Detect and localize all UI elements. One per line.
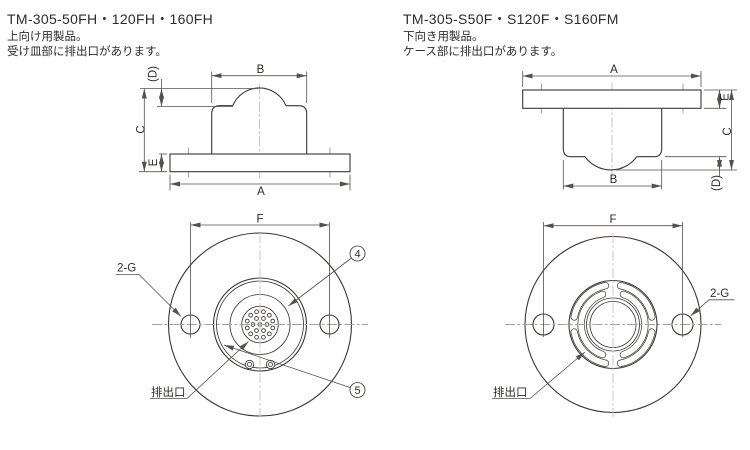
dim-f-label: F xyxy=(609,214,616,226)
dim-g-leader xyxy=(690,299,735,317)
ball xyxy=(584,156,638,171)
dim-c-label: C xyxy=(136,125,148,133)
product-title-left: TM-305-50FH・120FH・160FH xyxy=(7,11,213,27)
callout-4-number: 4 xyxy=(354,249,360,261)
crimp-holes xyxy=(244,359,276,370)
product-desc1-left: 上向け用製品。 xyxy=(7,29,88,43)
dim-c-label: C xyxy=(722,127,734,135)
product-desc1-right: 下向き用製品。 xyxy=(403,29,484,43)
dim-e-label: E xyxy=(148,158,160,166)
ext-f xyxy=(543,222,683,337)
base-plate xyxy=(169,153,351,173)
ball xyxy=(232,87,287,106)
outlet-leader xyxy=(150,341,249,399)
dim-f-label: F xyxy=(256,214,263,226)
outlet-label: 排出口 xyxy=(493,385,528,399)
plan-view-face-down: F 2-G 排出口 xyxy=(492,214,735,417)
dim-e-label: E xyxy=(720,93,732,101)
side-view-face-down: A B E C (D) xyxy=(522,64,737,191)
product-title-right: TM-305-S50F・S120F・S160FM xyxy=(403,11,619,27)
case-body xyxy=(211,105,308,154)
callout-5-number: 5 xyxy=(354,385,360,397)
product-desc2-right: ケース部に排出口があります。 xyxy=(403,44,562,58)
dim-d-label: (D) xyxy=(711,175,723,191)
dim-a-label: A xyxy=(257,186,265,198)
dim-a-label: A xyxy=(610,64,618,76)
outlet-leader xyxy=(492,351,586,399)
dim-b-label: B xyxy=(257,64,265,76)
dim-g-label: 2-G xyxy=(117,263,136,275)
callout-5-balloon xyxy=(349,382,366,398)
product-header-left: TM-305-50FH・120FH・160FH 上向け用製品。 受け皿部に排出口… xyxy=(7,11,213,58)
plan-view-face-up: F 2-G 4 5 排出口 xyxy=(116,214,368,417)
ext-f xyxy=(190,222,330,338)
dim-b-label: B xyxy=(610,174,618,186)
outlet-label: 排出口 xyxy=(151,385,186,399)
product-desc2-left: 受け皿部に排出口があります。 xyxy=(7,44,167,58)
callout-4-balloon xyxy=(349,245,366,262)
callout-5-leader xyxy=(223,344,351,388)
base-plate xyxy=(522,89,702,109)
case-body xyxy=(562,108,663,158)
callout-4-leader xyxy=(288,257,352,307)
dim-g-label: 2-G xyxy=(710,288,729,300)
dim-d-label: (D) xyxy=(148,66,160,82)
dim-g-leader xyxy=(116,274,182,317)
product-header-right: TM-305-S50F・S120F・S160FM 下向き用製品。 ケース部に排出… xyxy=(403,11,619,58)
side-view-face-up: B A C (D) E xyxy=(136,64,351,198)
